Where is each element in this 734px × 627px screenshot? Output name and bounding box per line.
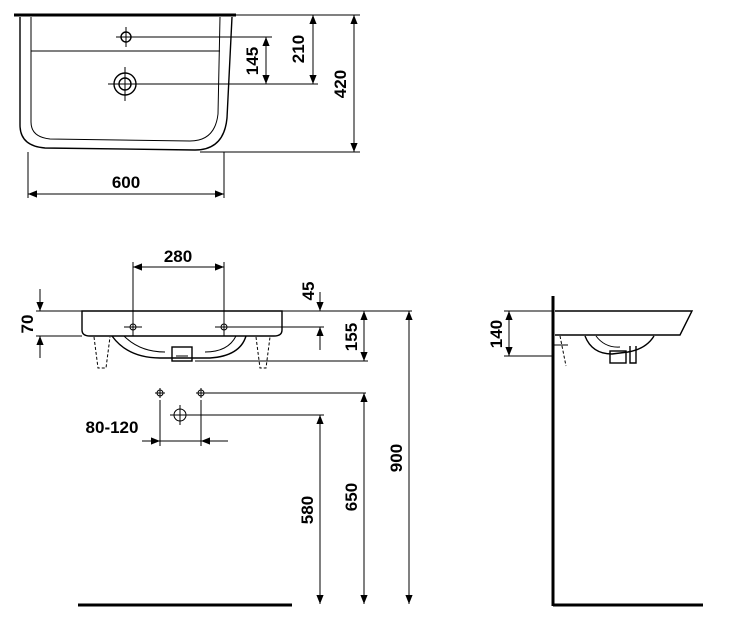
- drain-650-label: 650: [342, 483, 361, 511]
- top-view: 600 145 210 420: [14, 13, 360, 198]
- side-140-label: 140: [487, 320, 506, 348]
- width-600-label: 600: [112, 173, 140, 192]
- basin-side-outline: [553, 310, 694, 367]
- tap-hole-145-label: 145: [243, 47, 262, 75]
- depth-420-label: 420: [331, 70, 350, 98]
- tap-hole-symbol: [116, 27, 136, 47]
- hole-45-label: 45: [299, 282, 318, 301]
- supply-spacing-label: 80-120: [86, 418, 139, 437]
- side-view: 140: [487, 296, 703, 607]
- fixing-280-label: 280: [164, 247, 192, 266]
- basin-front-outline: [81, 310, 283, 362]
- supply-580-label: 580: [298, 496, 317, 524]
- drain-155-label: 155: [342, 323, 361, 351]
- rim-70-label: 70: [18, 315, 37, 334]
- install-900-label: 900: [387, 444, 406, 472]
- basin-top-outline: [14, 13, 236, 151]
- front-view: 280 70 45 155 80-120 580 650 900: [18, 247, 413, 607]
- drain-210-label: 210: [289, 35, 308, 63]
- supply-symbols: [155, 388, 206, 425]
- fixing-bolt-left: [93, 318, 142, 369]
- drain-hole-symbol: [108, 67, 142, 101]
